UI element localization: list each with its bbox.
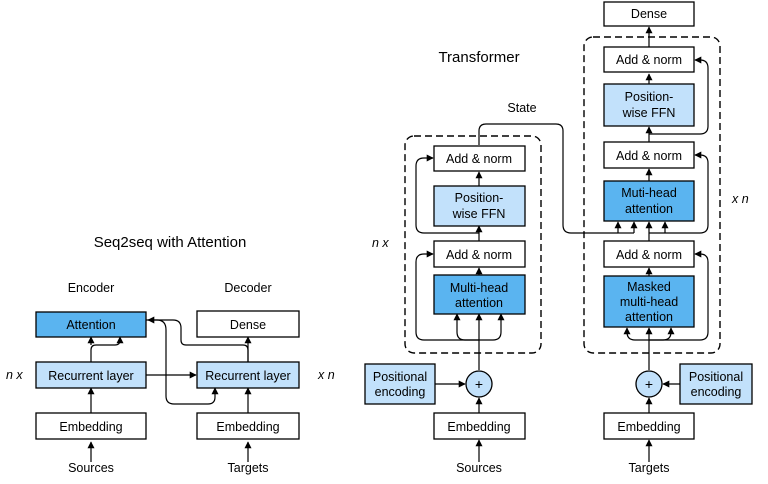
svg-text:encoding: encoding [375,385,426,399]
decoder-embedding-box-t: Embedding [603,412,695,440]
svg-text:+: + [645,376,653,392]
svg-text:attention: attention [455,296,503,310]
decoder-repeat-label: x n [317,368,335,382]
seq2seq-panel: Seq2seq with Attention Encoder Decoder A… [6,234,335,475]
decoder-embedding-box: Embedding [196,412,300,440]
svg-text:Positional: Positional [373,370,427,384]
svg-text:Positional: Positional [689,370,743,384]
decoder-add-norm-bottom: Add & norm [603,240,695,268]
svg-text:Recurrent layer: Recurrent layer [205,369,290,383]
svg-text:Masked: Masked [627,280,671,294]
decoder-block-frame [583,36,721,354]
transformer-enc-repeat: n x [372,236,389,250]
encoder-positional-encoding-box: Positional encoding [364,363,436,405]
decoder-add-norm-top: Add & norm [603,46,695,73]
svg-text:Embedding: Embedding [216,420,279,434]
svg-text:Add & norm: Add & norm [616,149,682,163]
svg-text:Multi-head: Multi-head [450,281,508,295]
svg-text:Muti-head: Muti-head [621,186,677,200]
svg-text:+: + [475,376,483,392]
encoder-ffn-box: Position- wise FFN [433,185,526,227]
seq2seq-arrows [87,316,252,462]
decoder-plus-node: + [635,370,663,398]
attention-box: Attention [35,311,147,338]
svg-text:attention: attention [625,310,673,324]
svg-text:Recurrent layer: Recurrent layer [48,369,133,383]
encoder-repeat-label: n x [6,368,23,382]
svg-text:encoding: encoding [691,385,742,399]
svg-text:Attention: Attention [66,318,115,332]
svg-text:Embedding: Embedding [447,420,510,434]
svg-text:Dense: Dense [631,7,667,21]
svg-text:wise FFN: wise FFN [622,106,676,120]
decoder-multihead-box: Muti-head attention [603,180,695,222]
svg-text:wise FFN: wise FFN [452,207,506,221]
encoder-embedding-box: Embedding [35,412,147,440]
decoder-positional-encoding-box: Positional encoding [679,363,753,405]
encoder-multihead-box: Multi-head attention [433,274,526,315]
seq2seq-targets-label: Targets [228,461,269,475]
svg-text:Add & norm: Add & norm [446,152,512,166]
svg-text:Position-: Position- [455,191,504,205]
seq2seq-title: Seq2seq with Attention [94,234,247,251]
decoder-masked-multihead-box: Masked multi-head attention [603,275,695,328]
transformer-arrows [415,26,709,462]
encoder-add-norm-top: Add & norm [433,145,526,172]
svg-text:Add & norm: Add & norm [616,53,682,67]
seq2seq-sources-label: Sources [68,461,114,475]
encoder-recurrent-box: Recurrent layer [35,361,147,389]
transformer-targets-label: Targets [629,461,670,475]
decoder-label: Decoder [224,281,271,295]
decoder-recurrent-box: Recurrent layer [196,361,300,389]
transformer-title: Transformer [438,49,519,66]
svg-text:Add & norm: Add & norm [446,248,512,262]
encoder-label: Encoder [68,281,115,295]
svg-text:attention: attention [625,202,673,216]
transformer-dec-repeat: x n [731,192,749,206]
decoder-ffn-box: Position- wise FFN [603,83,695,127]
transformer-sources-label: Sources [456,461,502,475]
svg-text:Dense: Dense [230,318,266,332]
encoder-plus-node: + [465,370,493,398]
svg-text:Embedding: Embedding [59,420,122,434]
decoder-dense-box: Dense [196,310,300,338]
encoder-embedding-box-t: Embedding [433,412,526,440]
transformer-dense-box: Dense [603,1,695,27]
svg-text:Embedding: Embedding [617,420,680,434]
svg-text:multi-head: multi-head [620,295,678,309]
transformer-panel: Transformer State [364,1,753,475]
encoder-add-norm-bottom: Add & norm [433,240,526,268]
svg-text:Add & norm: Add & norm [616,248,682,262]
state-label: State [507,101,536,115]
decoder-add-norm-middle: Add & norm [603,141,695,169]
svg-text:Position-: Position- [625,90,674,104]
encoder-block-frame [404,135,542,354]
